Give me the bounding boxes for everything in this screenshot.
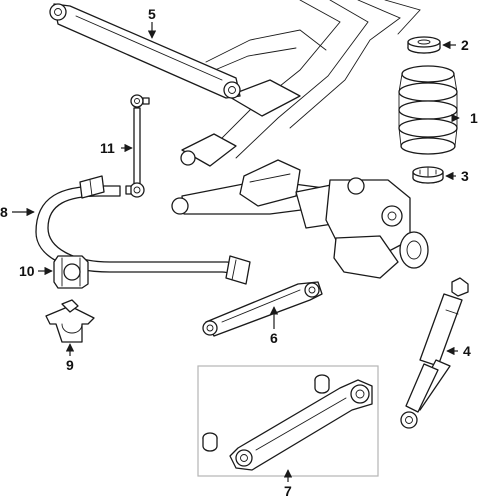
upper-control-arm — [49, 3, 241, 99]
callout-6: 6 — [270, 330, 278, 346]
shock-absorber — [400, 277, 469, 429]
callout-1: 1 — [470, 110, 478, 126]
spring-insulator-lower — [412, 166, 444, 184]
stabilizer-bushing — [53, 255, 89, 289]
callout-2: 2 — [461, 37, 469, 53]
callout-8: 8 — [0, 204, 8, 220]
stabilizer-bar — [35, 175, 251, 285]
rear-axle-housing — [171, 159, 429, 279]
callout-7: 7 — [284, 483, 292, 499]
stabilizer-link — [125, 94, 150, 198]
lower-control-arm — [202, 374, 373, 471]
callout-11: 11 — [100, 140, 115, 156]
callout-9: 9 — [66, 357, 74, 373]
coil-spring — [398, 65, 458, 155]
callout-4: 4 — [463, 343, 471, 359]
spring-insulator-upper — [407, 36, 441, 54]
callout-leaders — [12, 22, 460, 482]
callout-10: 10 — [19, 263, 35, 279]
bushing-bracket — [45, 299, 95, 343]
track-bar — [202, 281, 323, 337]
callout-5: 5 — [148, 6, 156, 22]
callout-3: 3 — [461, 168, 469, 184]
